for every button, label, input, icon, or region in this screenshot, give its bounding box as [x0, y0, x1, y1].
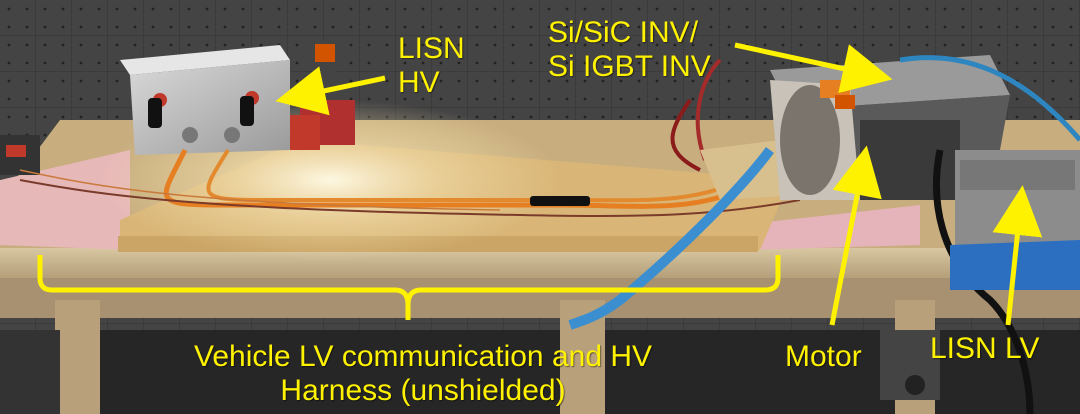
- harness-label-line-1: Vehicle LV communication and HV: [193, 340, 653, 373]
- inverter-label-line-2: Si IGBT INV: [548, 50, 711, 83]
- motor-label: Motor: [785, 340, 862, 373]
- inverter-label-line-1: Si/SiC INV/: [548, 16, 699, 49]
- harness-label-line-2: Harness (unshielded): [280, 374, 566, 407]
- lisn-hv-label: LISN HV: [398, 32, 465, 100]
- inverter-label: Si/SiC INV/ Si IGBT INV: [548, 16, 711, 84]
- lisn-hv-label-line-1: LISN: [398, 32, 465, 65]
- lisn-hv-label-line-2: HV: [398, 66, 440, 99]
- harness-label: Vehicle LV communication and HV Harness …: [168, 340, 678, 408]
- lisn-lv-label: LISN LV: [930, 332, 1040, 365]
